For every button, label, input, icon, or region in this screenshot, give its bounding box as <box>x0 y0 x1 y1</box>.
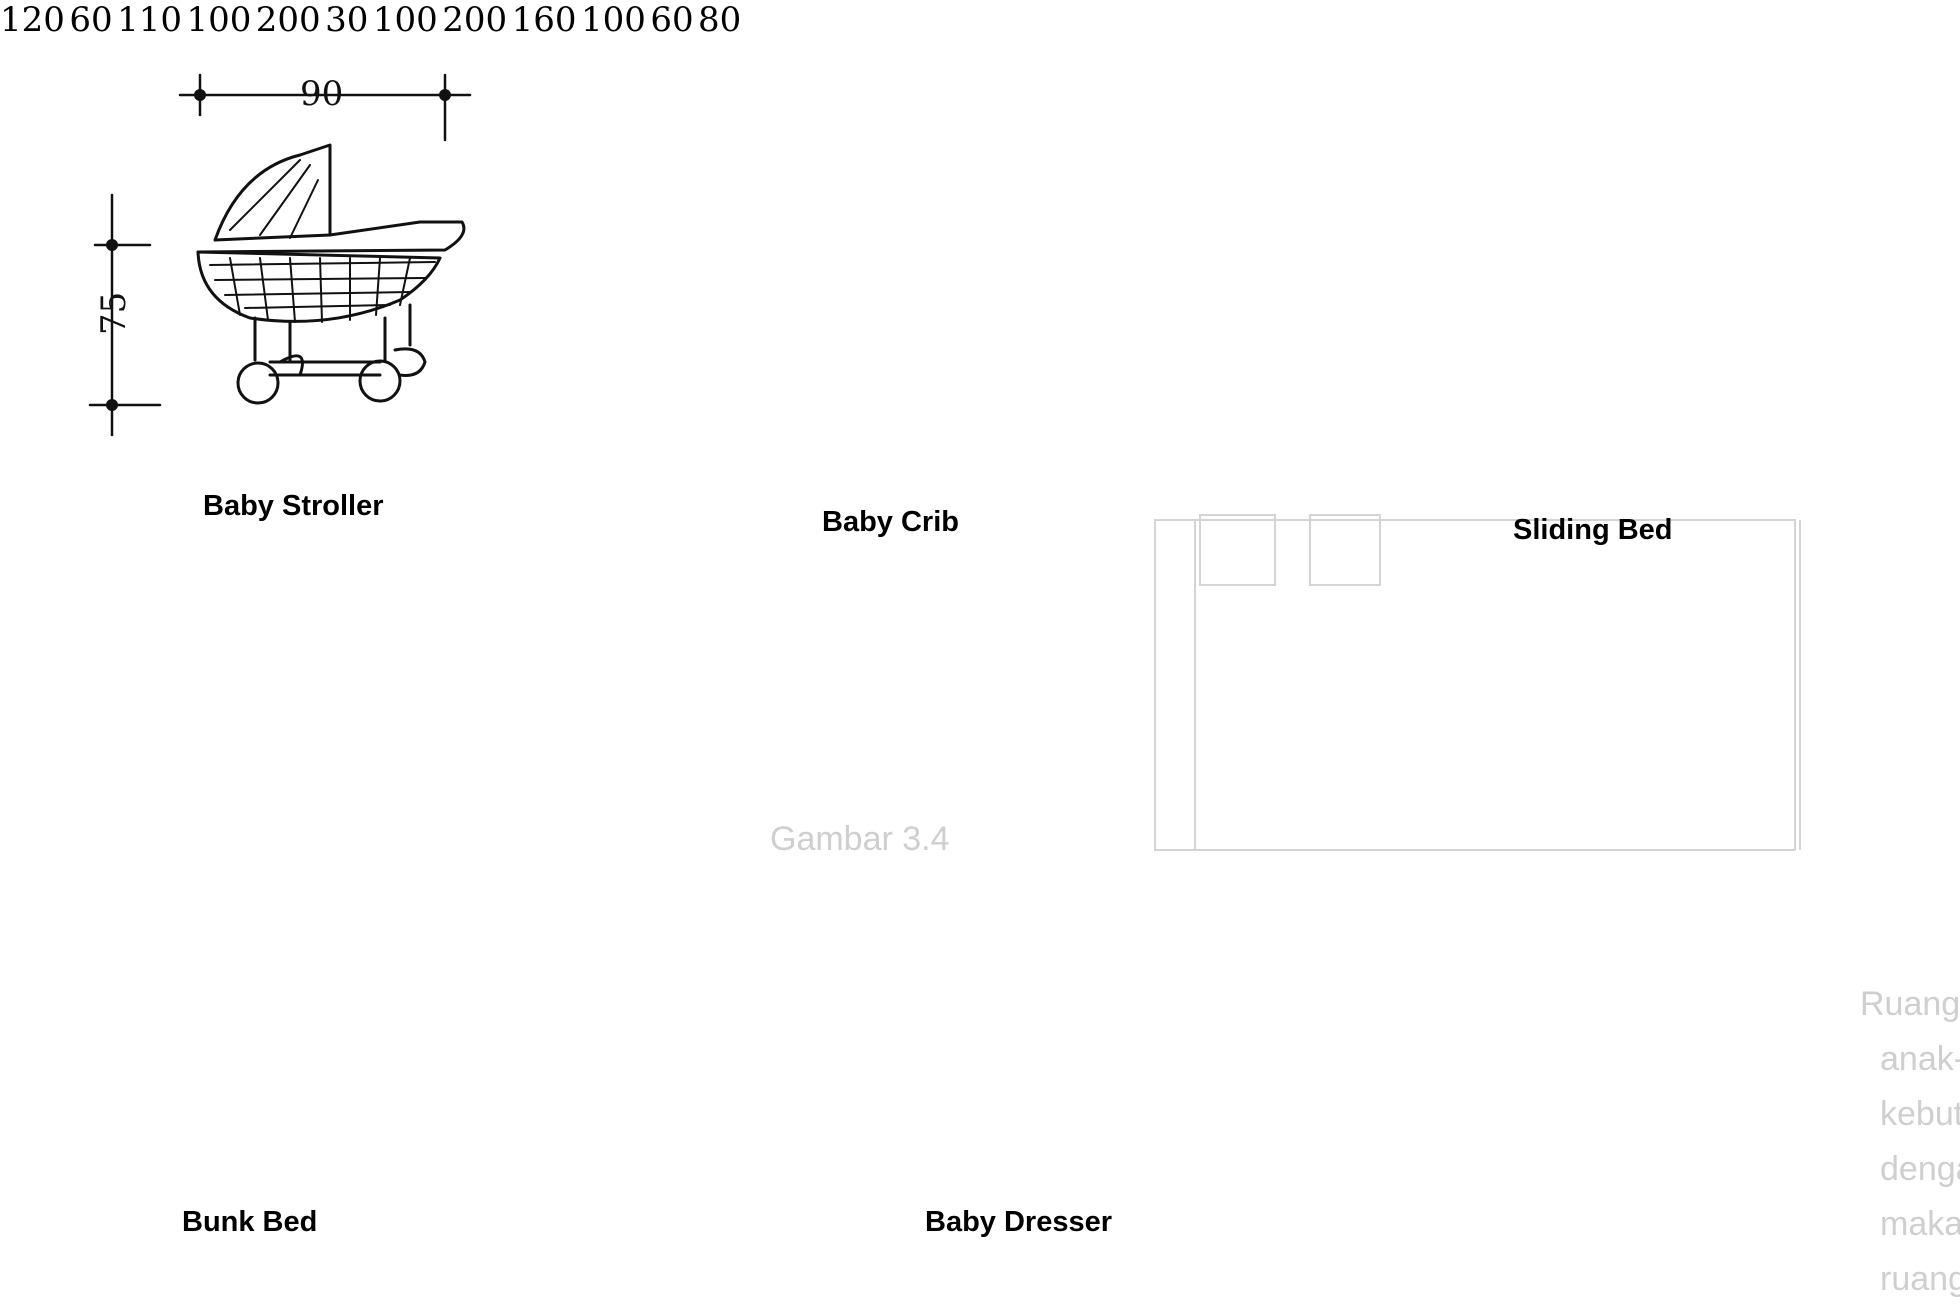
bunk-bed-width-label: 100 <box>372 0 438 40</box>
background-bleed-through: Gambar 3.4 Ruang tidur yang memenuhi per… <box>770 514 1960 1298</box>
crib-height-label: 110 <box>117 0 182 40</box>
dresser-depth-label: 60 <box>650 0 694 40</box>
sliding-bed-drawing: 100 200 30 <box>186 0 372 40</box>
background-paragraph-line: kebutuhan penghuninya, sebab di sini rua… <box>1880 1095 1960 1133</box>
bunk-bed-drawing: 100 200 160 <box>373 0 581 40</box>
background-caption: Gambar 3.4 <box>770 820 950 858</box>
dresser-width-label: 100 <box>580 0 646 40</box>
stroller-height-label: 75 <box>94 292 134 335</box>
background-paragraph-line: ruang tidur anak dan bayi dapat disatuka… <box>1880 1260 1960 1298</box>
baby-stroller-caption: Baby Stroller <box>203 490 384 522</box>
background-paragraph-line: makan dan bermain bersama sama yang terh… <box>1880 1205 1960 1243</box>
baby-crib-drawing: 120 60 110 <box>0 0 186 40</box>
dresser-height-label: 80 <box>698 0 742 40</box>
bunk-bed-length-label: 200 <box>442 0 508 40</box>
baby-dresser-caption: Baby Dresser <box>925 1206 1112 1238</box>
bunk-bed-height-label: 160 <box>511 0 577 40</box>
background-paragraph-line: anak-anak pada denah 3 x 4 m, ruang meru… <box>1880 1040 1960 1078</box>
sliding-bed-height-label: 30 <box>325 0 369 40</box>
sliding-bed-caption: Sliding Bed <box>1513 514 1673 546</box>
baby-stroller-drawing: 90 75 <box>88 73 472 437</box>
background-paragraph-line: Ruang tidur yang memenuhi persyaratan ke… <box>1860 985 1960 1023</box>
baby-crib-caption: Baby Crib <box>822 506 959 538</box>
bunk-bed-caption: Bunk Bed <box>182 1206 318 1238</box>
sliding-bed-length-label: 200 <box>255 0 321 40</box>
sliding-bed-width-label: 100 <box>186 0 252 40</box>
background-paragraph-line: dengan suasana yang nyaman dan cukup unt… <box>1880 1150 1960 1188</box>
crib-depth-label: 60 <box>69 0 113 40</box>
stroller-width-label: 90 <box>300 74 343 114</box>
crib-width-label: 120 <box>0 0 65 40</box>
baby-dresser-drawing: 100 60 80 <box>581 0 741 40</box>
